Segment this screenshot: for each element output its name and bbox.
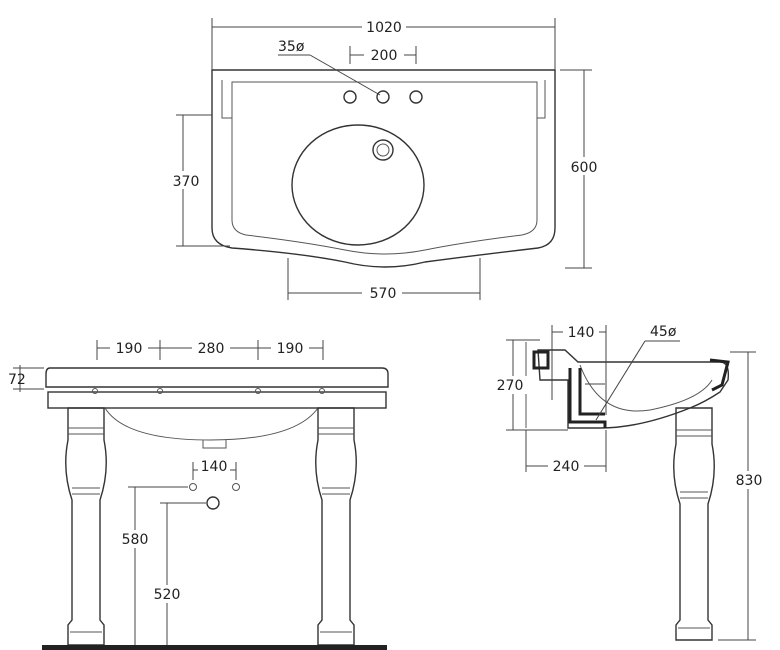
basin-lower-band [47, 391, 387, 409]
dim-depth-label: 600 [571, 160, 598, 176]
back-section [532, 350, 550, 370]
dim-front-label: 570 [370, 286, 397, 302]
waste-pipe [568, 368, 607, 428]
left-leg [65, 407, 107, 646]
left-back-corner [221, 80, 232, 119]
supply-point-right [232, 483, 240, 491]
basin-outline [211, 69, 556, 268]
waste-outlet-inner [376, 143, 390, 157]
leader-line [595, 340, 646, 421]
basin-top-slab [45, 367, 389, 388]
front-rim-section [709, 358, 730, 392]
dim-width-label: 1020 [366, 20, 402, 36]
dim-middle-label: 280 [198, 341, 225, 357]
basin-side-profile [537, 349, 730, 429]
dim-tap-spacing-label: 200 [371, 48, 398, 64]
dim-tap-hole-label: 35ø [278, 39, 305, 55]
dim-left-offset-label: 190 [116, 341, 143, 357]
dim-bowl-height-label: 270 [497, 378, 524, 394]
dim-thickness-label: 72 [8, 372, 26, 388]
dim-supply-height-label: 580 [122, 532, 149, 548]
right-back-corner [537, 80, 546, 119]
supply-point-left [189, 483, 197, 491]
waste-point [206, 496, 220, 510]
tap-hole-left [343, 90, 357, 104]
leader-line [309, 54, 381, 96]
dim-total-height-label: 830 [736, 473, 763, 489]
side-view: 140 45ø 270 240 830 [494, 323, 768, 641]
dim-waste-height-label: 520 [154, 587, 181, 603]
dim-bowl-depth-label: 370 [173, 174, 200, 190]
dim-waste-dia-label: 45ø [650, 324, 677, 340]
bolt-dot [92, 388, 98, 394]
bolt-dot [255, 388, 261, 394]
waste-pipe-inner [578, 368, 605, 416]
waste-outlet [372, 139, 394, 161]
floor-line [42, 645, 387, 650]
tap-hole-center [376, 90, 390, 104]
bolt-dot [157, 388, 163, 394]
basin-inner-curve [579, 364, 713, 412]
bowl-outline [291, 124, 425, 246]
front-view: 190 280 190 72 140 580 520 [8, 339, 389, 650]
tap-hole-right [409, 90, 423, 104]
side-leg [673, 407, 715, 641]
basin-rim [231, 81, 538, 255]
right-leg [315, 407, 357, 646]
top-view: 1020 200 35ø 600 370 570 [165, 17, 602, 302]
waste-stub [202, 440, 227, 449]
dim-right-offset-label: 190 [277, 341, 304, 357]
dim-waste-offset-label: 240 [553, 459, 580, 475]
dim-supply-spacing-label: 140 [201, 459, 228, 475]
bolt-dot [319, 388, 325, 394]
bowl-bottom [104, 407, 319, 441]
dim-top-offset-label: 140 [568, 325, 595, 341]
